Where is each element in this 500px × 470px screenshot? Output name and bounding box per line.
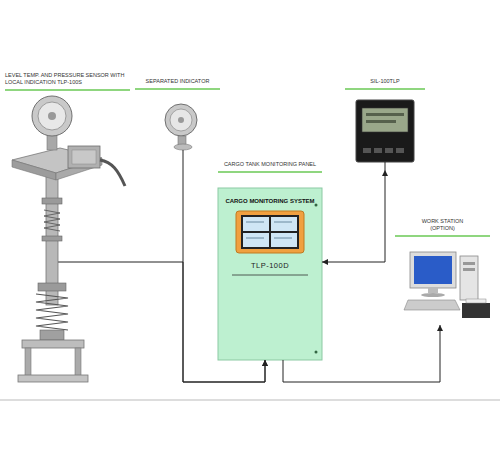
panel-illustration [315, 351, 318, 354]
workstation-illustration [404, 252, 490, 318]
panel-illustration [243, 217, 269, 231]
model-label: TLP-100D [218, 261, 322, 270]
workstation-illustration [463, 262, 475, 265]
panel-illustration [271, 217, 297, 231]
node-heading: CARGO TANK MONITORING PANEL [218, 161, 322, 173]
sensor-illustration [72, 150, 96, 164]
indicator-illustration [178, 117, 184, 123]
panel-illustration [218, 188, 322, 360]
sensor-illustration [36, 294, 68, 330]
panel-illustration [218, 188, 322, 360]
indicator-illustration [165, 104, 197, 160]
workstation-illustration [460, 256, 478, 300]
sensor-illustration [18, 375, 88, 382]
panel-illustration [274, 222, 292, 223]
controller-illustration [396, 148, 404, 153]
sensor-illustration [48, 112, 56, 120]
sensor-illustration [44, 210, 60, 231]
controller-illustration [356, 100, 414, 170]
indicator-illustration [178, 136, 186, 145]
sensor-illustration [68, 146, 100, 168]
controller-illustration [366, 120, 396, 123]
signal-line [283, 325, 440, 382]
bottom-rule [0, 400, 500, 401]
controller-illustration [363, 148, 371, 153]
sensor-illustration [75, 348, 81, 376]
panel-illustration [246, 222, 264, 223]
workstation-node: WORK STATION (OPTION) [395, 218, 490, 325]
controller-illustration [385, 162, 386, 170]
workstation-illustration [410, 252, 456, 288]
sensor-illustration [38, 283, 66, 291]
controller-illustration [385, 148, 393, 153]
workstation-illustration [463, 268, 475, 271]
sensor-illustration [12, 160, 56, 180]
indicator-node: SEPARATED INDICATOR [135, 72, 220, 160]
node-heading: SIL-100TLP [345, 78, 425, 90]
node-heading: SEPARATED INDICATOR [135, 78, 220, 90]
indicator-illustration [174, 144, 192, 150]
sensor-illustration [22, 340, 84, 348]
workstation-illustration [404, 300, 460, 310]
sensor-illustration [32, 96, 72, 136]
panel-illustration [241, 215, 299, 249]
node-heading: LEVEL TEMP. AND PRESSURE SENSOR WITH LOC… [5, 72, 130, 91]
controller-node: SIL-100TLP [345, 72, 425, 170]
sensor-node: LEVEL TEMP. AND PRESSURE SENSOR WITH LOC… [5, 72, 130, 385]
sensor-illustration [38, 102, 66, 130]
panel-illustration [243, 233, 269, 247]
panel-illustration [232, 275, 308, 276]
signal-line [322, 170, 385, 262]
node-heading: WORK STATION (OPTION) [395, 218, 490, 237]
panel-illustration [274, 238, 292, 239]
sensor-illustration [25, 348, 31, 376]
sensor-illustration [42, 198, 62, 204]
controller-illustration [356, 100, 414, 162]
controller-illustration [366, 113, 404, 116]
signal-line [183, 160, 265, 382]
controller-illustration [374, 148, 382, 153]
sensor-illustration [40, 330, 64, 340]
panel-illustration [246, 238, 264, 239]
workstation-illustration [466, 299, 486, 303]
workstation-illustration [462, 303, 490, 318]
panel-title: CARGO MONITORING SYSTEM [218, 198, 322, 205]
panel-node: CARGO TANK MONITORING PANEL CARGO MONITOR… [218, 155, 322, 360]
signal-line [130, 262, 265, 382]
sensor-illustration [100, 160, 125, 186]
workstation-illustration [414, 256, 452, 284]
indicator-illustration [170, 109, 192, 131]
panel-illustration [315, 204, 318, 207]
workstation-illustration [428, 288, 438, 293]
workstation-illustration [421, 293, 445, 297]
sensor-illustration [42, 236, 62, 241]
controller-illustration [362, 108, 408, 132]
sensor-illustration [12, 96, 130, 382]
panel-illustration [271, 233, 297, 247]
sensor-illustration [58, 262, 130, 263]
indicator-illustration [183, 150, 184, 160]
indicator-illustration [165, 104, 197, 136]
panel-illustration [236, 211, 304, 253]
